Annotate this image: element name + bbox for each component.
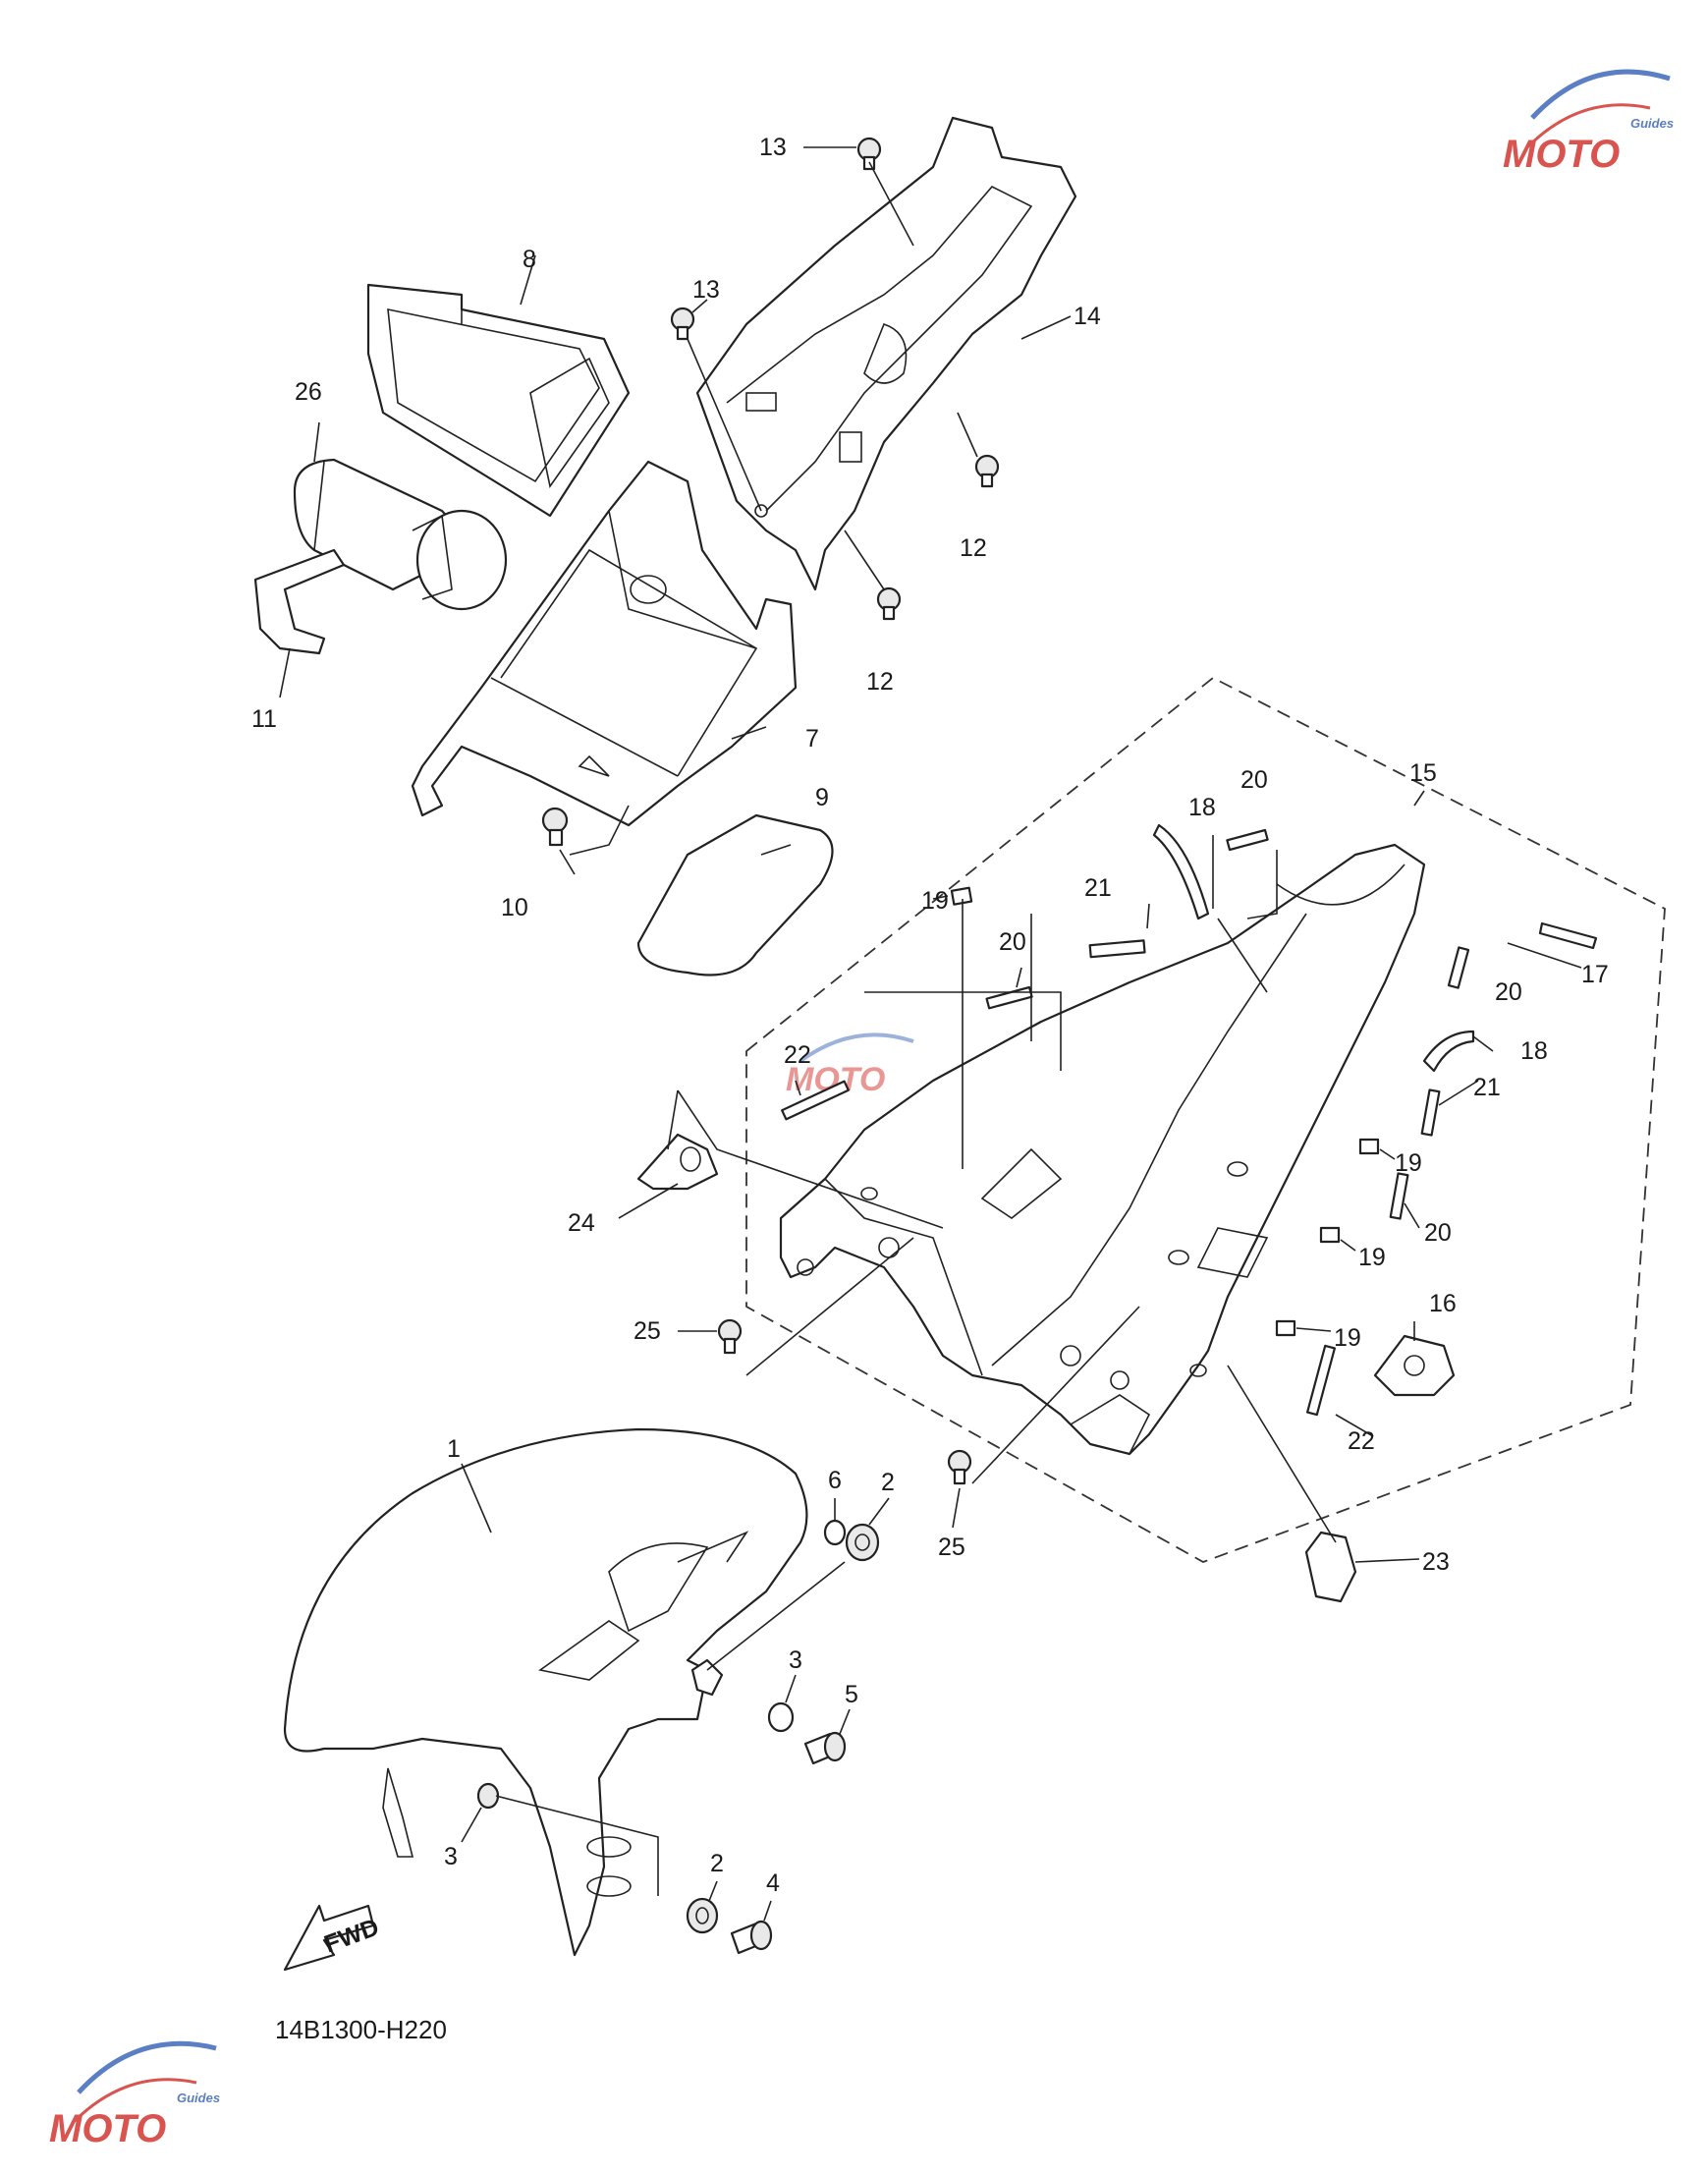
watermark-center: MOTO (786, 1032, 914, 1098)
part-2-grommet-upper (845, 1523, 880, 1562)
callout-22: 22 (784, 1041, 811, 1069)
watermark-brand: MOTO (49, 2107, 166, 2150)
callout-11: 11 (251, 705, 277, 733)
diagram-code: 14B1300-H220 (275, 2015, 447, 2044)
callout-13: 13 (692, 276, 720, 304)
callout-18: 18 (1188, 794, 1216, 821)
callout-3: 3 (444, 1843, 458, 1870)
part-20-strip-left (985, 985, 1033, 1010)
callout-14: 14 (1074, 303, 1101, 330)
part-22-strip-right (1306, 1344, 1336, 1417)
part-25-screw-a (717, 1318, 743, 1355)
callout-26: 26 (295, 378, 322, 406)
callout-10: 10 (501, 894, 528, 921)
callout-12: 12 (960, 534, 987, 562)
part-19-pad-right-1 (1358, 1138, 1380, 1155)
callout-12: 12 (866, 668, 894, 696)
callout-16: 16 (1429, 1290, 1457, 1317)
callout-8: 8 (523, 246, 536, 273)
part-3-collar-lower (476, 1782, 500, 1810)
part-11-battery-band (253, 548, 346, 655)
part-20-strip-top (1226, 828, 1269, 852)
leader-lines (279, 146, 1582, 1922)
part-9-tool-pouch (636, 813, 834, 976)
callout-19: 19 (1395, 1149, 1422, 1177)
callout-18: 18 (1520, 1037, 1548, 1065)
part-16-bracket (1373, 1334, 1456, 1397)
callout-5: 5 (845, 1681, 858, 1708)
callout-17: 17 (1581, 961, 1609, 988)
callout-labels: 13 13 14 12 12 8 26 11 7 9 10 15 18 20 2… (251, 134, 1609, 1897)
part-19-pad-right-3 (1275, 1319, 1296, 1337)
watermark-brand: MOTO (1503, 133, 1620, 176)
callout-19: 19 (1358, 1244, 1386, 1271)
part-19-pad-right-2 (1319, 1226, 1341, 1244)
part-5-bolt (803, 1731, 847, 1765)
part-22-strip-left (781, 1080, 850, 1121)
callout-1: 1 (447, 1435, 461, 1463)
assembly-outline-15 (745, 676, 1666, 1563)
callout-20: 20 (999, 928, 1026, 956)
watermark-sub: Guides (177, 2091, 220, 2105)
part-18-strip-right (1422, 1030, 1475, 1073)
callout-6: 6 (828, 1467, 842, 1494)
callout-9: 9 (815, 784, 829, 811)
part-20-strip-right (1447, 946, 1470, 989)
watermark-sub: Guides (1630, 116, 1674, 131)
callout-21: 21 (1084, 874, 1112, 902)
part-12-clip-right (974, 454, 1000, 488)
part-21-strip-right (1420, 1088, 1441, 1137)
callout-25: 25 (634, 1317, 661, 1345)
part-7-battery-box (411, 460, 798, 827)
callout-2: 2 (710, 1850, 724, 1877)
part-13-clip-mid (670, 307, 695, 341)
part-1-front-fender (283, 1427, 808, 1957)
callout-21: 21 (1473, 1074, 1501, 1101)
callout-13: 13 (759, 134, 787, 161)
callout-2: 2 (881, 1469, 895, 1496)
part-13-clip-top (856, 137, 882, 171)
part-20-strip-right-low (1389, 1172, 1409, 1220)
callout-7: 7 (805, 725, 819, 753)
part-24-cap (636, 1133, 719, 1191)
callout-4: 4 (766, 1869, 780, 1897)
callout-20: 20 (1424, 1219, 1452, 1247)
part-17-strip (1538, 921, 1598, 950)
callout-15: 15 (1409, 759, 1437, 787)
callout-25: 25 (938, 1534, 965, 1561)
part-12-clip-low (876, 586, 902, 621)
part-26-battery (293, 458, 508, 611)
callout-3: 3 (789, 1646, 802, 1674)
part-4-bolt (730, 1920, 773, 1955)
callout-19: 19 (921, 887, 949, 915)
watermark-bottom-left: MOTO Guides (49, 2040, 220, 2150)
callout-22: 22 (1348, 1427, 1375, 1455)
part-19-pad-top (950, 886, 973, 906)
part-2-grommet-lower (686, 1897, 719, 1934)
part-3-collar-upper (767, 1701, 795, 1733)
part-10-bolt (541, 807, 569, 847)
part-23-damper (1304, 1531, 1357, 1603)
fwd-arrow-icon: FWD (283, 1904, 383, 1972)
part-21-strip-mid (1088, 939, 1146, 959)
callout-23: 23 (1422, 1548, 1450, 1576)
part-6-collar (823, 1519, 847, 1546)
part-15-rear-cowling (779, 843, 1426, 1456)
callout-19: 19 (1334, 1324, 1361, 1352)
watermark-top-right: MOTO Guides (1503, 69, 1674, 176)
part-14-rear-inner-fender (695, 116, 1077, 591)
callout-24: 24 (568, 1209, 595, 1237)
part-18-strip-top (1152, 823, 1210, 920)
callout-20: 20 (1240, 766, 1268, 794)
callout-20: 20 (1495, 978, 1522, 1006)
part-8-battery-cover (366, 283, 631, 518)
part-25-screw-b (947, 1449, 972, 1485)
